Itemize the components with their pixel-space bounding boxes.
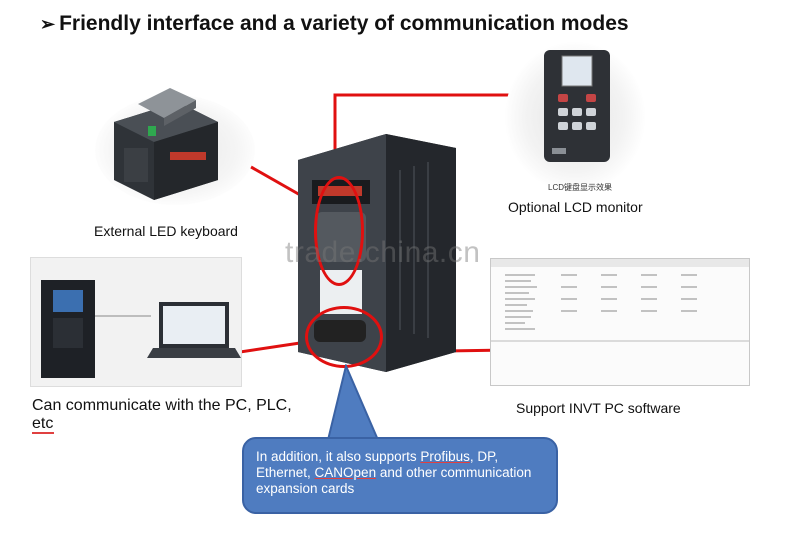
pc-software-screenshot <box>490 258 750 386</box>
callout-pointer <box>326 364 380 440</box>
callout-text-1: In addition, it also supports <box>256 449 421 464</box>
software-window-image <box>491 259 749 342</box>
callout-text-2: , DP, Ethernet, <box>256 449 499 480</box>
callout-canopen: CANOpen <box>314 465 377 480</box>
page-title-text: Friendly interface and a variety of comm… <box>59 12 629 35</box>
external-keyboard-caption: External LED keyboard <box>94 223 238 239</box>
callout-box: In addition, it also supports Profibus, … <box>242 437 558 514</box>
bullet-arrow-icon: ➢ <box>40 14 56 34</box>
pc-plc-caption: Can communicate with the PC, PLC, <box>32 397 292 414</box>
pc-software-caption: Support INVT PC software <box>516 400 681 416</box>
pc-plc-caption-etc: etc <box>32 415 54 432</box>
callout-profibus: Profibus <box>420 449 470 464</box>
port-highlight-ellipse <box>305 306 383 368</box>
page-title: ➢Friendly interface and a variety of com… <box>40 12 629 36</box>
watermark-text: trade.china.cn <box>285 236 481 269</box>
keypad-highlight-ellipse <box>314 176 364 286</box>
lcd-monitor-caption: Optional LCD monitor <box>508 199 643 215</box>
lcd-monitor-image <box>544 50 610 162</box>
lcd-small-caption: LCD键盘显示效果 <box>548 183 613 192</box>
spellcheck-underline <box>32 432 54 434</box>
pc-laptop-image <box>41 280 241 378</box>
pc-image-panel <box>30 257 242 387</box>
external-keyboard-image <box>114 88 218 200</box>
callout-text-3: and other communication expansion cards <box>256 465 532 496</box>
